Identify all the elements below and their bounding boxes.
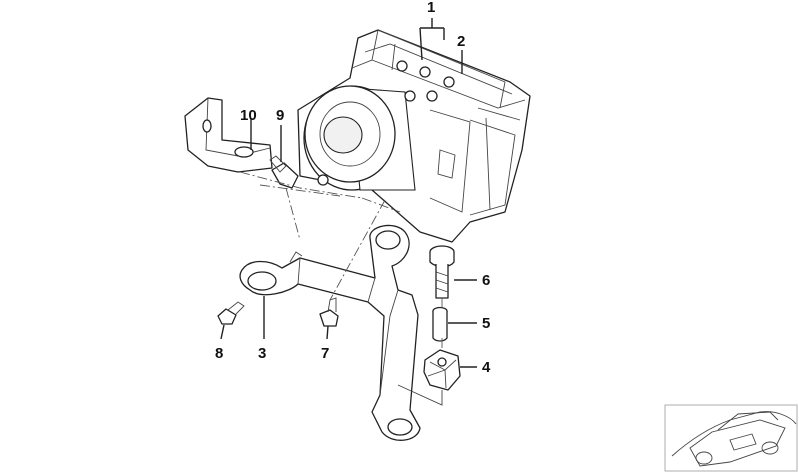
callout-6: 6 xyxy=(482,272,490,289)
callout-3: 3 xyxy=(258,345,266,362)
screw-7 xyxy=(319,297,339,327)
callout-1: 1 xyxy=(427,0,435,16)
callout-8: 8 xyxy=(215,345,223,362)
callout-7: 7 xyxy=(321,345,329,362)
callout-9: 9 xyxy=(276,107,284,124)
leader-lines xyxy=(220,18,477,368)
callout-4: 4 xyxy=(482,359,491,376)
callout-5: 5 xyxy=(482,315,490,332)
callout-2: 2 xyxy=(457,33,465,50)
screw-8 xyxy=(217,301,245,325)
bolt-9 xyxy=(269,155,299,189)
lower-bracket xyxy=(239,224,421,441)
callout-labels: 1 2 3 4 5 6 7 8 9 10 xyxy=(215,0,491,376)
vehicle-thumbnail xyxy=(664,404,798,472)
bolt-6 xyxy=(429,245,455,299)
callout-10: 10 xyxy=(240,107,257,124)
sleeve-5 xyxy=(432,306,448,342)
upper-bracket xyxy=(184,97,273,173)
abs-hydraulic-unit xyxy=(297,29,531,243)
assembly-lines xyxy=(239,171,443,406)
rubber-mount-4 xyxy=(423,349,461,391)
